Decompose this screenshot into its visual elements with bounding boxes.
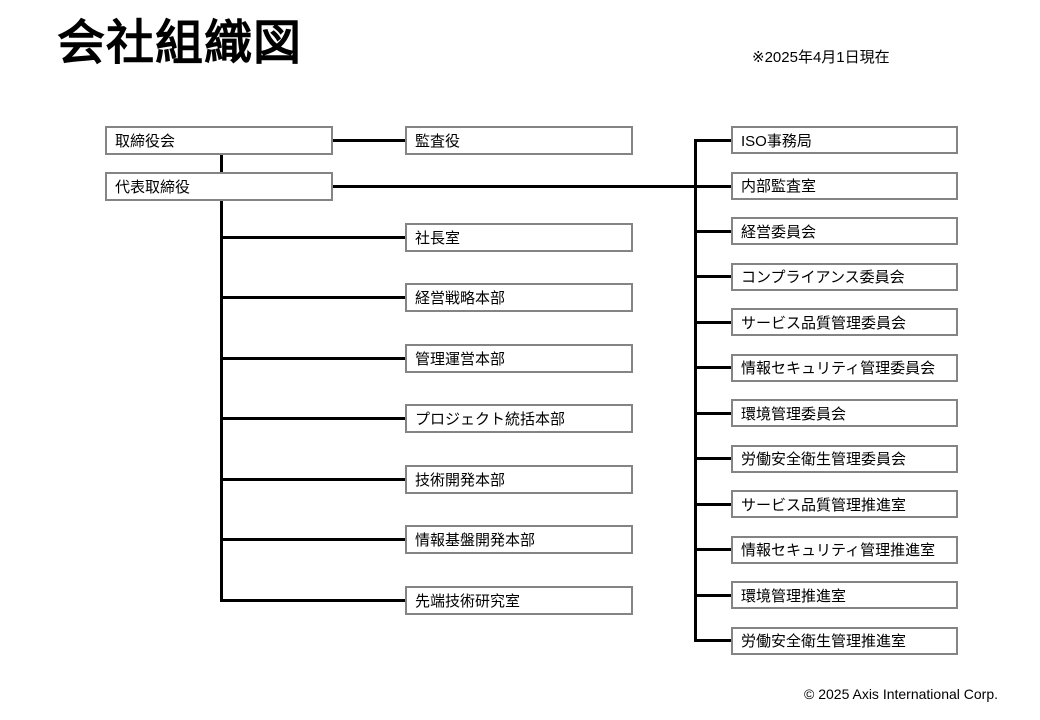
page-title: 会社組織図: [57, 17, 303, 70]
connector-branch-presidents-office: [220, 236, 405, 239]
node-representative-director: 代表取締役: [105, 172, 333, 201]
node-service-quality-committee: サービス品質管理委員会: [731, 308, 958, 336]
node-board-of-directors: 取締役会: [105, 126, 333, 155]
connector-representative-to-right-trunk: [333, 184, 731, 188]
node-presidents-office: 社長室: [405, 223, 633, 252]
connector-branch-occupational-safety-committee: [693, 457, 731, 460]
node-management-committee: 経営委員会: [731, 217, 958, 245]
node-compliance-committee: コンプライアンス委員会: [731, 262, 958, 291]
connector-branch-management-committee: [693, 229, 731, 233]
connector-branch-service-quality-committee: [693, 320, 731, 324]
node-info-security-promotion-office: 情報セキュリティ管理推進室: [731, 535, 958, 564]
connector-left-trunk: [220, 200, 223, 602]
node-management-strategy-division: 経営戦略本部: [405, 283, 633, 312]
node-auditor: 監査役: [405, 126, 633, 155]
date-note: ※2025年4月1日現在: [752, 49, 890, 66]
node-it-infrastructure-division: 情報基盤開発本部: [405, 525, 633, 554]
node-advanced-technology-lab: 先端技術研究室: [405, 586, 633, 615]
connector-branch-environment-promotion: [693, 593, 731, 597]
connector-branch-info-security-promotion: [693, 548, 731, 551]
copyright-note: © 2025 Axis International Corp.: [804, 686, 998, 702]
connector-branch-administration: [220, 357, 405, 360]
connector-right-trunk: [693, 138, 697, 642]
node-environment-promotion-office: 環境管理推進室: [731, 581, 958, 609]
connector-branch-advanced-technology: [220, 599, 405, 602]
connector-board-to-representative: [220, 154, 223, 173]
connector-branch-info-security-committee: [693, 366, 731, 369]
connector-branch-project-management: [220, 417, 405, 420]
connector-branch-iso-office: [693, 138, 731, 142]
connector-branch-it-infrastructure: [220, 538, 405, 541]
node-occupational-safety-committee: 労働安全衛生管理委員会: [731, 444, 958, 473]
connector-branch-management-strategy: [220, 296, 405, 299]
node-service-quality-promotion-office: サービス品質管理推進室: [731, 490, 958, 518]
connector-branch-occupational-safety-promotion: [693, 639, 731, 642]
node-iso-office: ISO事務局: [731, 126, 958, 154]
connector-branch-service-quality-promotion: [693, 502, 731, 506]
node-administration-division: 管理運営本部: [405, 344, 633, 373]
node-environment-committee: 環境管理委員会: [731, 399, 958, 427]
connector-branch-environment-committee: [693, 411, 731, 415]
connector-branch-technology-development: [220, 478, 405, 481]
connector-board-to-auditor: [333, 138, 405, 142]
connector-branch-compliance-committee: [693, 275, 731, 278]
node-project-management-division: プロジェクト統括本部: [405, 404, 633, 433]
node-technology-development-division: 技術開発本部: [405, 465, 633, 494]
node-info-security-committee: 情報セキュリティ管理委員会: [731, 353, 958, 382]
node-occupational-safety-promotion-office: 労働安全衛生管理推進室: [731, 626, 958, 655]
node-internal-audit-office: 内部監査室: [731, 171, 958, 200]
